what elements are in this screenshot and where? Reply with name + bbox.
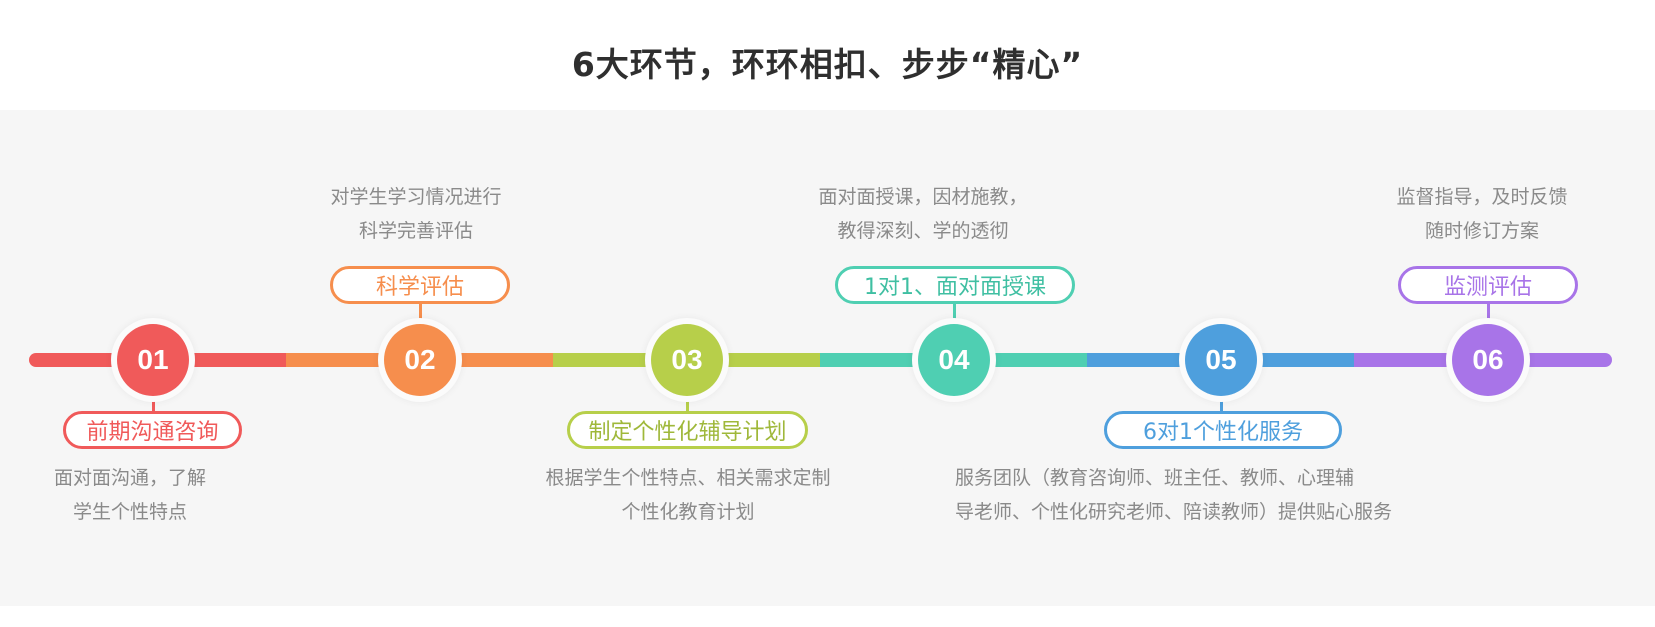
step-2-label: 科学评估: [330, 266, 510, 304]
step-6-number-circle: 06: [1452, 324, 1524, 396]
step-4-number: 04: [938, 344, 970, 375]
step-3-description: 根据学生个性特点、相关需求定制 个性化教育计划: [518, 461, 858, 529]
step-4-label-text: 1对1、面对面授课: [864, 275, 1046, 300]
step-5-number: 05: [1205, 344, 1237, 375]
step-5-desc-line-2: 导老师、个性化研究老师、陪读教师）提供贴心服务: [955, 501, 1393, 523]
step-1-desc-line-1: 面对面沟通，了解: [53, 467, 206, 489]
step-4-desc-line-1: 面对面授课，因材施教，: [818, 186, 1028, 208]
step-3-number: 03: [671, 344, 703, 375]
step-2-connector: [419, 302, 422, 326]
step-6-label-text: 监测评估: [1443, 275, 1532, 300]
step-6-connector: [1487, 302, 1490, 326]
step-3-number-circle: 03: [651, 324, 723, 396]
step-6-number: 06: [1472, 344, 1504, 375]
step-5-connector: [1220, 390, 1223, 414]
step-4-desc-line-2: 教得深刻、学的透彻: [837, 220, 1009, 242]
step-2-number: 02: [404, 344, 436, 375]
step-5-label: 6对1个性化服务: [1104, 411, 1342, 449]
step-5-number-circle: 05: [1185, 324, 1257, 396]
step-2-desc-line-1: 对学生学习情况进行: [330, 186, 502, 208]
step-1-description: 面对面沟通，了解 学生个性特点: [30, 461, 230, 529]
step-6-description: 监督指导，及时反馈 随时修订方案: [1382, 180, 1582, 248]
step-1-number-circle: 01: [117, 324, 189, 396]
step-4-connector: [953, 302, 956, 326]
step-4-description: 面对面授课，因材施教， 教得深刻、学的透彻: [803, 180, 1043, 248]
step-6-desc-line-1: 监督指导，及时反馈: [1396, 186, 1568, 208]
step-4-number-circle: 04: [918, 324, 990, 396]
step-1-desc-line-2: 学生个性特点: [72, 501, 187, 523]
page-title: 6大环节，环环相扣、步步“精心”: [571, 45, 1084, 84]
step-5-label-text: 6对1个性化服务: [1143, 420, 1303, 445]
step-2-number-circle: 02: [384, 324, 456, 396]
step-6-label: 监测评估: [1398, 266, 1578, 304]
step-2-label-text: 科学评估: [375, 275, 464, 300]
step-1-label-text: 前期沟通咨询: [86, 420, 219, 445]
step-1-number: 01: [137, 344, 169, 375]
step-3-desc-line-1: 根据学生个性特点、相关需求定制: [545, 467, 831, 489]
step-3-desc-line-2: 个性化教育计划: [621, 501, 755, 523]
step-2-description: 对学生学习情况进行 科学完善评估: [316, 180, 516, 248]
step-3-label-text: 制定个性化辅导计划: [588, 420, 787, 445]
step-3-connector: [686, 390, 689, 414]
step-5-desc-line-1: 服务团队（教育咨询师、班主任、教师、心理辅: [955, 467, 1355, 489]
step-2-desc-line-2: 科学完善评估: [358, 220, 473, 242]
step-1-label: 前期沟通咨询: [63, 411, 242, 449]
step-4-label: 1对1、面对面授课: [835, 266, 1075, 304]
step-5-description: 服务团队（教育咨询师、班主任、教师、心理辅 导老师、个性化研究老师、陪读教师）提…: [955, 461, 1435, 529]
step-1-connector: [152, 390, 155, 414]
step-6-desc-line-2: 随时修订方案: [1424, 220, 1539, 242]
step-3-label: 制定个性化辅导计划: [567, 411, 808, 449]
